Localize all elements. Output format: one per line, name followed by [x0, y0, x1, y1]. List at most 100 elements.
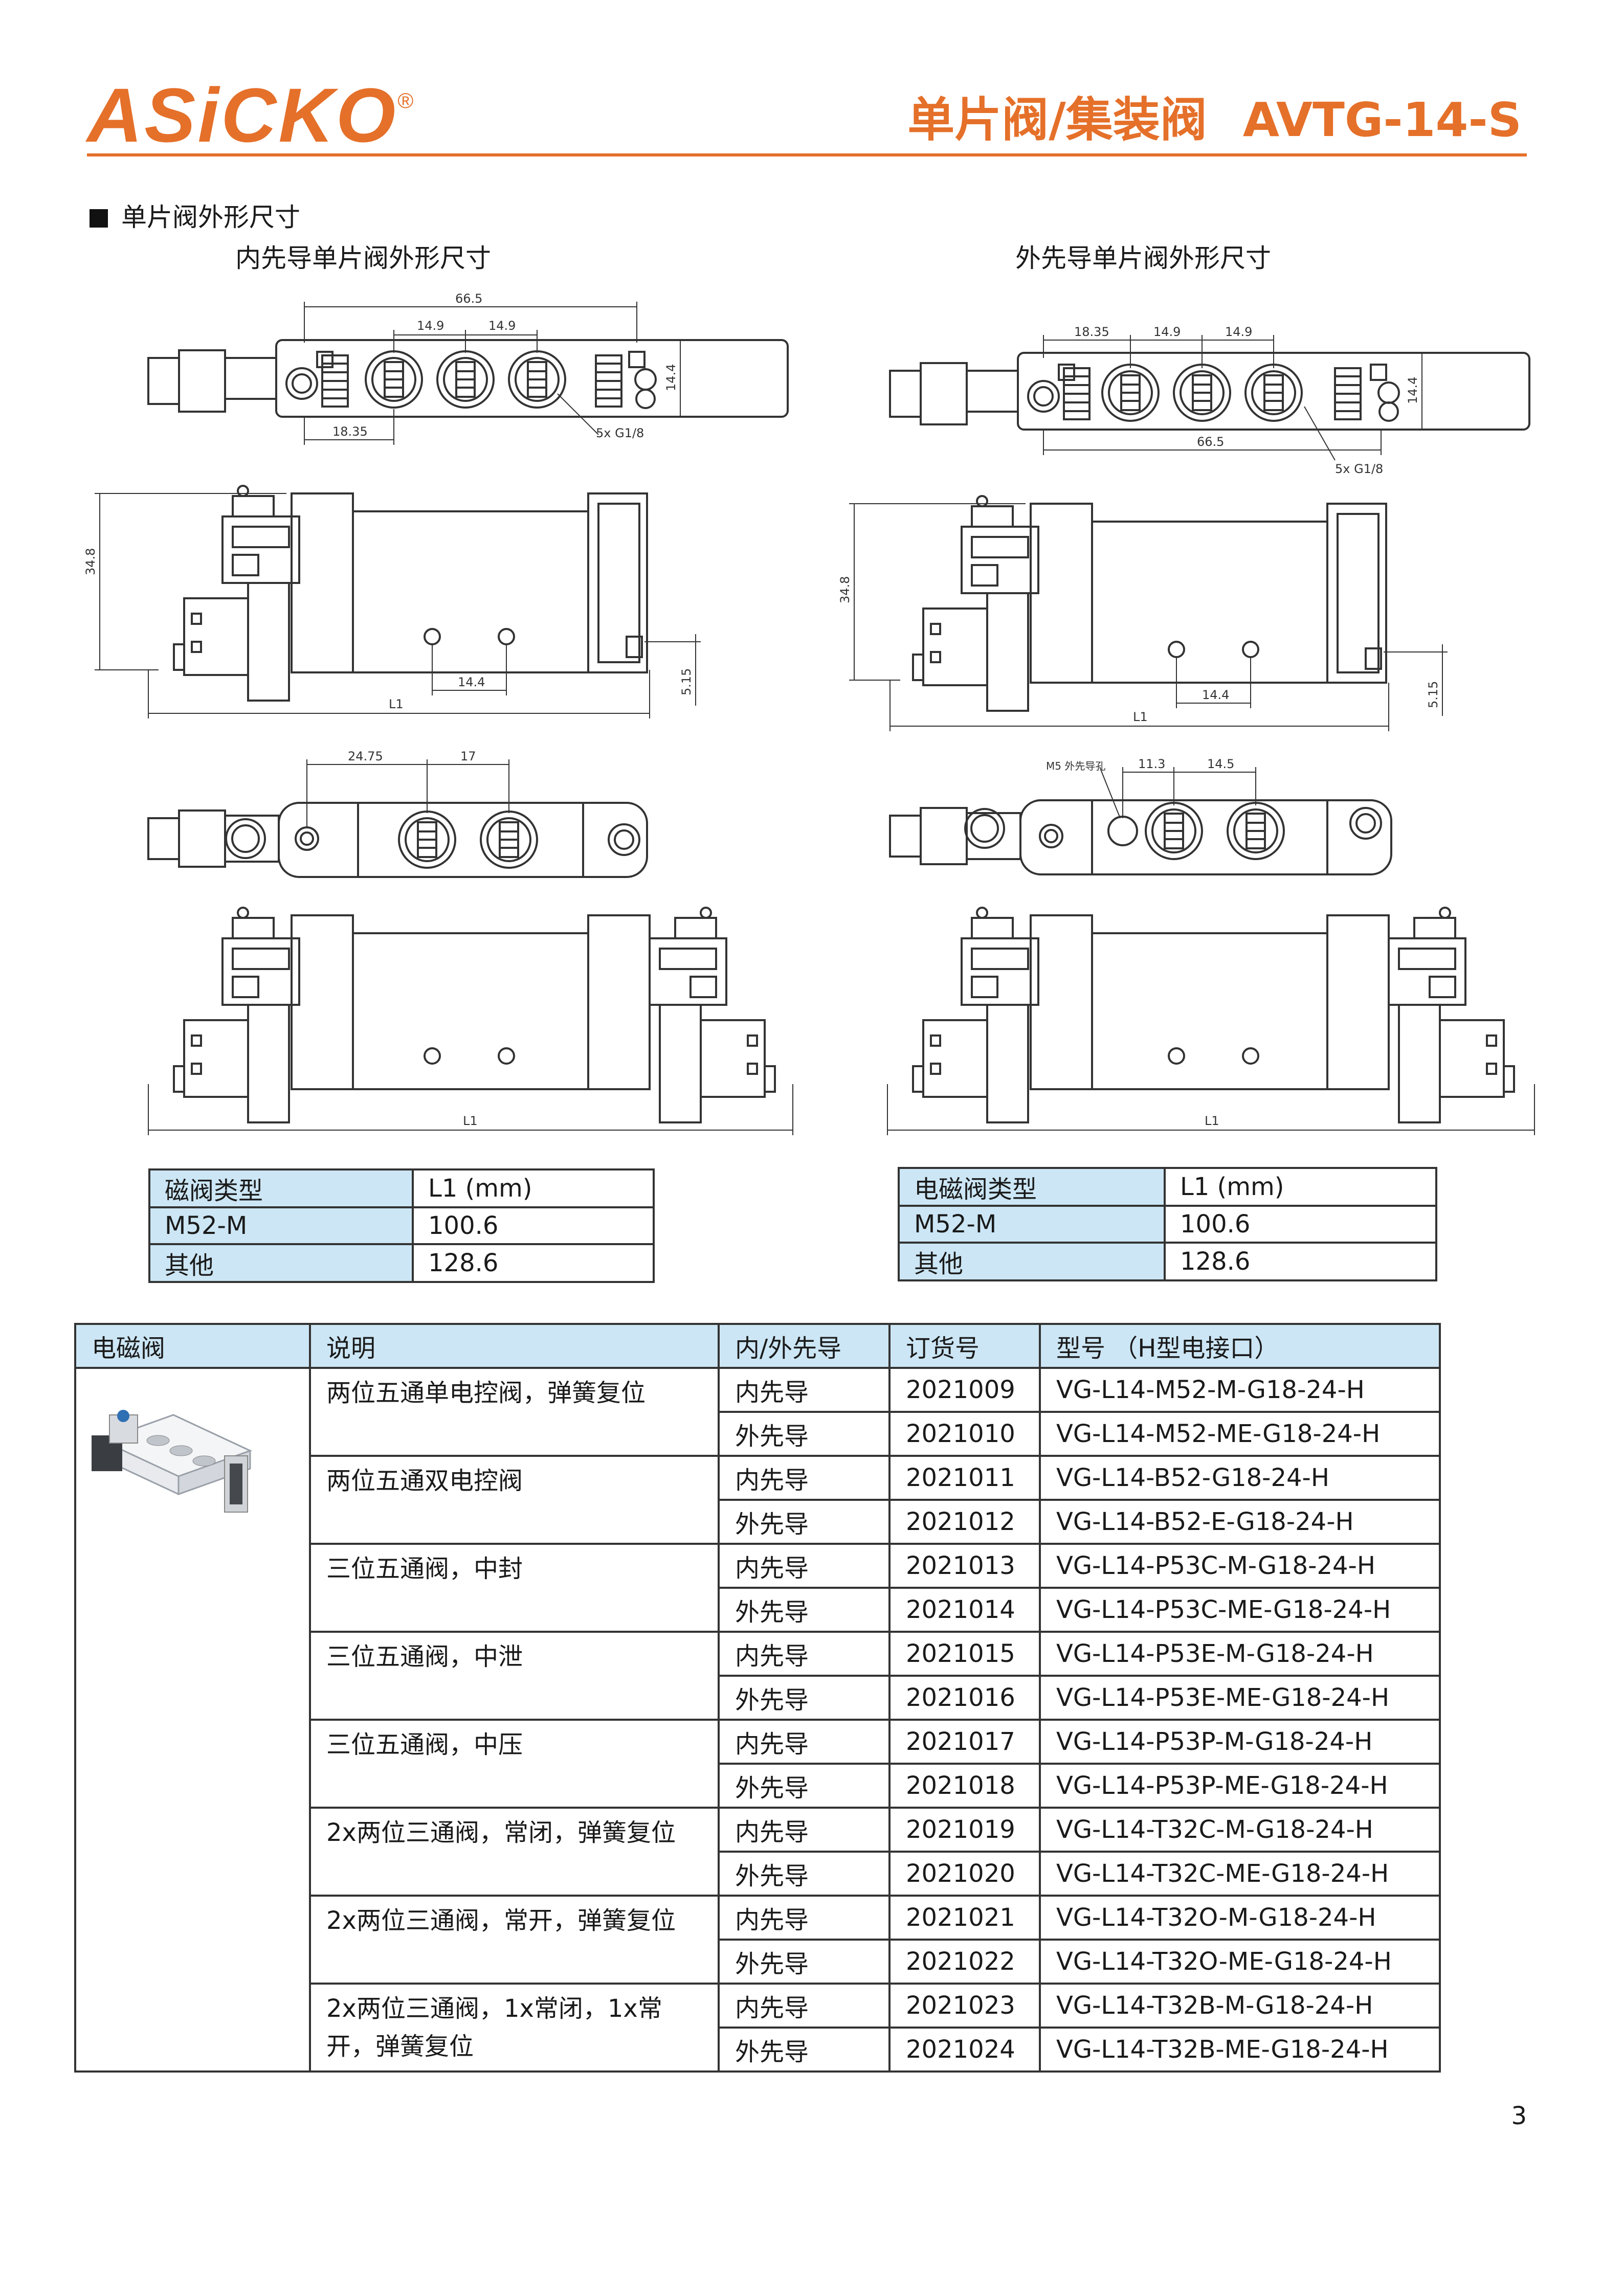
desc-cell: 三位五通阀，中封 — [309, 1543, 720, 1633]
dim-port-pitch-1-r: 14.9 — [1153, 325, 1181, 339]
order-no-cell: 2021020 — [888, 1851, 1041, 1897]
pilot-cell: 内先导 — [718, 1983, 891, 2029]
dim-mid-b: 17 — [460, 749, 476, 763]
model-cell: VG-L14-T32C-ME-G18-24-H — [1039, 1851, 1441, 1897]
desc-cell: 三位五通阀，中泄 — [309, 1631, 720, 1721]
pilot-cell: 内先导 — [718, 1895, 891, 1941]
dim-side-pitch: 14.4 — [458, 675, 485, 689]
dim-side-pitch-r: 14.4 — [1202, 688, 1229, 702]
bullet-square-icon — [90, 209, 108, 228]
model-cell: VG-L14-P53C-ME-G18-24-H — [1039, 1587, 1441, 1633]
page-number: 3 — [1511, 2102, 1527, 2130]
table-cell: 100.6 — [1164, 1205, 1437, 1244]
pilot-cell: 内先导 — [718, 1455, 891, 1501]
model-cell: VG-L14-P53E-M-G18-24-H — [1039, 1631, 1441, 1677]
order-no-cell: 2021023 — [888, 1983, 1041, 2029]
dim-width: 14.4 — [664, 364, 678, 391]
model-cell: VG-L14-B52-E-G18-24-H — [1039, 1499, 1441, 1545]
col-header-pilot: 内/外先导 — [718, 1323, 891, 1369]
dim-port-pitch-2: 14.9 — [488, 319, 516, 333]
dim-base-r: 5.15 — [1426, 681, 1440, 708]
order-no-cell: 2021022 — [888, 1939, 1041, 1985]
dim-mid-b-r: 14.5 — [1207, 757, 1234, 771]
desc-cell: 2x两位三通阀，1x常闭，1x常开，弹簧复位 — [309, 1983, 720, 2073]
model-cell: VG-L14-M52-M-G18-24-H — [1039, 1367, 1441, 1413]
dim-bottom-l1: L1 — [463, 1114, 478, 1128]
dim-offset: 18.35 — [332, 424, 368, 439]
table-cell: 100.6 — [412, 1206, 655, 1245]
product-code: AVTG-14-S — [1242, 93, 1522, 147]
dim-m5-port: M5 外先导孔 — [1046, 760, 1105, 772]
desc-cell: 三位五通阀，中压 — [309, 1719, 720, 1809]
valve-product-image — [92, 1410, 252, 1513]
order-no-cell: 2021012 — [888, 1499, 1041, 1545]
dim-overall-length-r: 66.5 — [1197, 435, 1224, 449]
valve-order-table: 电磁阀 说明 内/外先导 订货号 型号 （H型电接口） 两位五通单电控阀，弹簧复… — [74, 1323, 1441, 2073]
table-cell: 其他 — [148, 1243, 414, 1283]
desc-cell: 2x两位三通阀，常开，弹簧复位 — [309, 1895, 720, 1985]
col-header-model: 型号 （H型电接口） — [1039, 1323, 1441, 1369]
right-subtitle: 外先导单片阀外形尺寸 — [1015, 243, 1271, 273]
pilot-cell: 内先导 — [718, 1631, 891, 1677]
left-top-view — [147, 302, 789, 445]
pilot-cell: 内先导 — [718, 1719, 891, 1765]
model-cell: VG-L14-P53P-ME-G18-24-H — [1039, 1763, 1441, 1809]
right-top-view — [889, 335, 1530, 461]
order-no-cell: 2021024 — [888, 2027, 1041, 2073]
table-header: L1 (mm) — [1164, 1167, 1437, 1207]
dim-mid-a: 24.75 — [348, 749, 383, 763]
model-cell: VG-L14-T32C-M-G18-24-H — [1039, 1807, 1441, 1853]
dim-width-r: 14.4 — [1406, 377, 1420, 404]
left-mid-top-view — [147, 759, 648, 878]
dim-length-l1-r: L1 — [1133, 710, 1148, 724]
model-cell: VG-L14-T32O-ME-G18-24-H — [1039, 1939, 1441, 1985]
order-no-cell: 2021017 — [888, 1719, 1041, 1765]
col-header-order-no: 订货号 — [888, 1323, 1041, 1369]
table-cell: 128.6 — [1164, 1242, 1437, 1281]
table-header: L1 (mm) — [412, 1168, 655, 1208]
order-no-cell: 2021015 — [888, 1631, 1041, 1677]
right-side-view — [849, 495, 1448, 731]
section-title: 单片阀外形尺寸 — [90, 197, 300, 234]
pilot-cell: 外先导 — [718, 1411, 891, 1457]
order-no-cell: 2021018 — [888, 1763, 1041, 1809]
order-no-cell: 2021014 — [888, 1587, 1041, 1633]
dim-ports: 5x G1/8 — [596, 426, 644, 440]
dim-overall-length: 66.5 — [455, 291, 482, 306]
table-cell: 其他 — [898, 1242, 1166, 1281]
dim-length-l1: L1 — [389, 697, 404, 711]
table-header: 磁阀类型 — [148, 1168, 414, 1208]
pilot-cell: 外先导 — [718, 2027, 891, 2073]
pilot-cell: 外先导 — [718, 1851, 891, 1897]
pilot-cell: 外先导 — [718, 1763, 891, 1809]
header-rule — [87, 153, 1527, 156]
order-no-cell: 2021021 — [888, 1895, 1041, 1941]
left-bottom-side-view — [148, 907, 793, 1135]
pilot-cell: 外先导 — [718, 1939, 891, 1985]
page-title: 单片阀/集装阀 AVTG-14-S — [907, 82, 1522, 150]
brand-logo: ASiCKO® — [87, 77, 415, 153]
left-side-view — [95, 485, 701, 718]
table-header: 电磁阀类型 — [898, 1167, 1166, 1207]
model-cell: VG-L14-T32B-M-G18-24-H — [1039, 1983, 1441, 2029]
dim-offset-r: 18.35 — [1074, 325, 1109, 339]
col-header-valve: 电磁阀 — [74, 1323, 311, 1369]
pilot-cell: 内先导 — [718, 1807, 891, 1853]
dim-height: 34.8 — [83, 548, 98, 575]
pilot-cell: 外先导 — [718, 1587, 891, 1633]
model-cell: VG-L14-M52-ME-G18-24-H — [1039, 1411, 1441, 1457]
order-no-cell: 2021010 — [888, 1411, 1041, 1457]
product-series: 单片阀/集装阀 — [907, 93, 1207, 147]
dim-base: 5.15 — [679, 668, 694, 695]
desc-cell: 两位五通单电控阀，弹簧复位 — [309, 1367, 720, 1457]
dimension-drawings: 66.5 14.9 14.9 18.35 14.4 5x G1/8 18.35 … — [83, 291, 1535, 1135]
model-cell: VG-L14-B52-G18-24-H — [1039, 1455, 1441, 1501]
dim-port-pitch-1: 14.9 — [417, 319, 444, 333]
desc-cell: 2x两位三通阀，常闭，弹簧复位 — [309, 1807, 720, 1897]
left-subtitle: 内先导单片阀外形尺寸 — [235, 243, 491, 273]
valve-image-cell — [74, 1367, 311, 2073]
order-no-cell: 2021013 — [888, 1543, 1041, 1589]
desc-cell: 两位五通双电控阀 — [309, 1455, 720, 1545]
brand-name: ASiCKO — [87, 72, 398, 158]
